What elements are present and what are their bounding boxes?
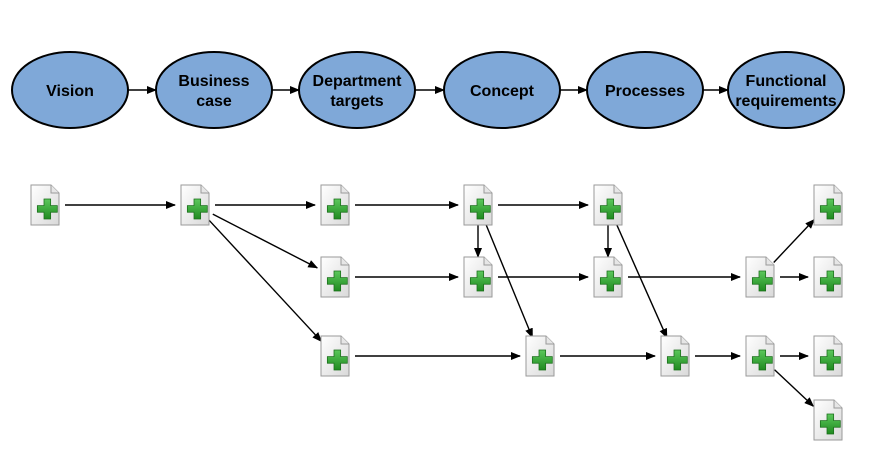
document-edges: [65, 201, 815, 407]
edge-b-c2: [212, 213, 319, 269]
document-nodes: [30, 184, 843, 441]
stage-ellipse: [155, 51, 273, 129]
document-add-icon: [180, 184, 210, 226]
document-add-icon: [320, 335, 350, 377]
stage-label: targets: [330, 93, 383, 110]
edge-f1-g: [615, 222, 668, 339]
document-add-icon: [813, 335, 843, 377]
stage-label: Vision: [46, 83, 94, 100]
stage-concept: Concept: [443, 51, 561, 129]
stage-processes: Processes: [586, 51, 704, 129]
document-add-icon: [463, 184, 493, 226]
stage-functional-requirements: Functional requirements: [727, 51, 845, 129]
document-add-icon: [593, 256, 623, 298]
stage-label: Business: [178, 73, 249, 90]
document-add-icon: [525, 335, 555, 377]
document-add-icon: [660, 335, 690, 377]
stage-label: Processes: [605, 83, 685, 100]
document-add-icon: [813, 184, 843, 226]
document-add-icon: [320, 256, 350, 298]
stage-label: Functional: [746, 73, 827, 90]
stage-label: Department: [313, 73, 403, 90]
edge-h1-i1: [773, 218, 815, 263]
edge-b-c3: [208, 219, 323, 343]
document-add-icon: [593, 184, 623, 226]
stage-ellipse: [727, 51, 845, 129]
document-add-icon: [813, 256, 843, 298]
stage-business-case: Business case: [155, 51, 273, 129]
document-add-icon: [745, 335, 775, 377]
edge-d1-e: [484, 223, 534, 339]
stage-vision: Vision: [11, 51, 129, 129]
stage-label: case: [196, 93, 232, 110]
document-add-icon: [463, 256, 493, 298]
edge-h2-i4: [774, 369, 815, 407]
document-add-icon: [30, 184, 60, 226]
stage-ellipse: [298, 51, 416, 129]
document-add-icon: [813, 399, 843, 441]
document-add-icon: [745, 256, 775, 298]
stage-chain: Vision Business case Department targets Conce…: [11, 51, 845, 129]
stage-department-targets: Department targets: [298, 51, 416, 129]
document-add-icon: [320, 184, 350, 226]
stage-label: requirements: [735, 93, 836, 110]
stage-label: Concept: [470, 83, 535, 100]
